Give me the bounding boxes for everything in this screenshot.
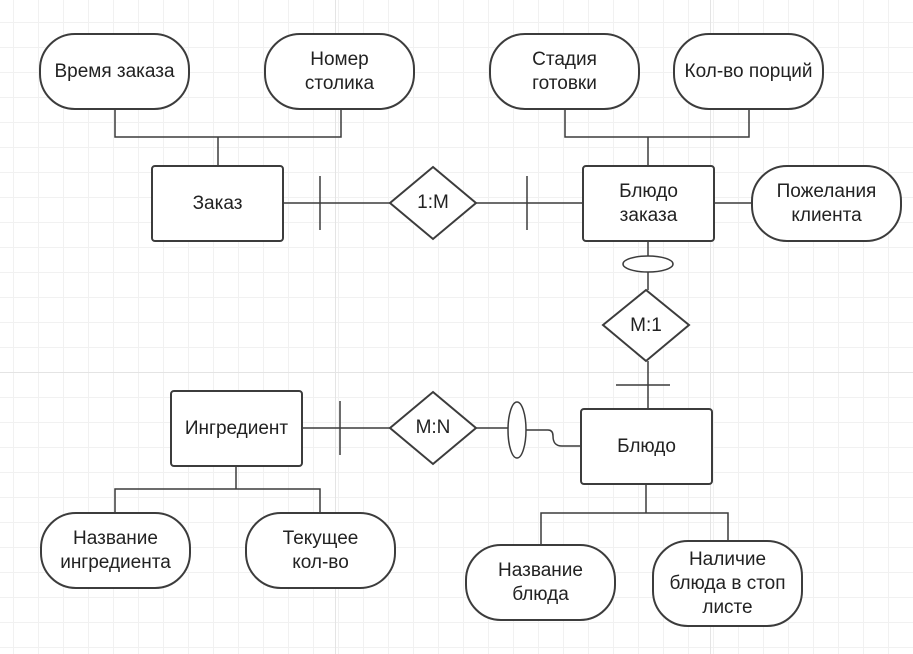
relationship-order-order-dish-shape (388, 165, 478, 241)
attribute-portions-count[interactable]: Кол-во порций (673, 33, 824, 110)
entity-order-dish-label: Блюдо заказа (619, 180, 678, 226)
relationship-order-order-dish[interactable]: 1:M (390, 167, 476, 239)
attribute-ingredient-name-label: Название ингредиента (60, 527, 171, 573)
attribute-readiness-stage-label: Стадия готовки (532, 48, 597, 94)
attribute-current-amount[interactable]: Текущее кол-во (245, 512, 396, 589)
entity-order[interactable]: Заказ (151, 165, 284, 242)
attribute-readiness-stage[interactable]: Стадия готовки (489, 33, 640, 110)
attribute-table-number[interactable]: Номер столика (264, 33, 415, 110)
dish-optional-marker (507, 401, 527, 459)
attribute-dish-name[interactable]: Название блюда (465, 544, 616, 621)
attribute-order-time-label: Время заказа (54, 60, 175, 82)
order-attributes-connector (114, 108, 342, 138)
attribute-stop-list[interactable]: Наличие блюда в стоп листе (652, 540, 803, 627)
order-dish-attributes-connector (564, 108, 750, 138)
entity-dish-label: Блюдо (617, 435, 676, 457)
relationship-order-dish-dish-label: M:1 (630, 314, 662, 336)
ingredient-attributes-connector (114, 488, 321, 513)
entity-order-dish[interactable]: Блюдо заказа (582, 165, 715, 242)
order-dish-optional-marker (622, 255, 674, 273)
attribute-ingredient-name[interactable]: Название ингредиента (40, 512, 191, 589)
relationship-ingredient-dish-label: M:N (415, 417, 451, 438)
relationship-order-order-dish-label: 1:M (417, 192, 449, 213)
attribute-stop-list-label: Наличие блюда в стоп листе (669, 548, 786, 618)
entity-ingredient-label: Ингредиент (184, 417, 289, 439)
relationship-order-dish-dish[interactable]: M:1 (603, 290, 689, 361)
entity-order-label: Заказ (192, 192, 243, 214)
attribute-table-number-label: Номер столика (304, 48, 375, 94)
dish-attributes-connector (540, 512, 729, 545)
attribute-portions-count-label: Кол-во порций (684, 60, 813, 82)
attribute-dish-name-label: Название блюда (498, 559, 583, 605)
relationship-ingredient-dish[interactable]: M:N (390, 392, 476, 464)
attribute-current-amount-label: Текущее кол-во (282, 527, 359, 573)
entity-ingredient[interactable]: Ингредиент (170, 390, 303, 467)
relationship-ingredient-dish-shape (388, 390, 478, 466)
rel-to-dish-line-b (526, 429, 583, 447)
attribute-order-time[interactable]: Время заказа (39, 33, 190, 110)
entity-dish[interactable]: Блюдо (580, 408, 713, 485)
relationship-order-dish-dish-shape (601, 288, 691, 363)
attribute-client-wishes-label: Пожелания клиента (776, 180, 877, 226)
attribute-client-wishes[interactable]: Пожелания клиента (751, 165, 902, 242)
